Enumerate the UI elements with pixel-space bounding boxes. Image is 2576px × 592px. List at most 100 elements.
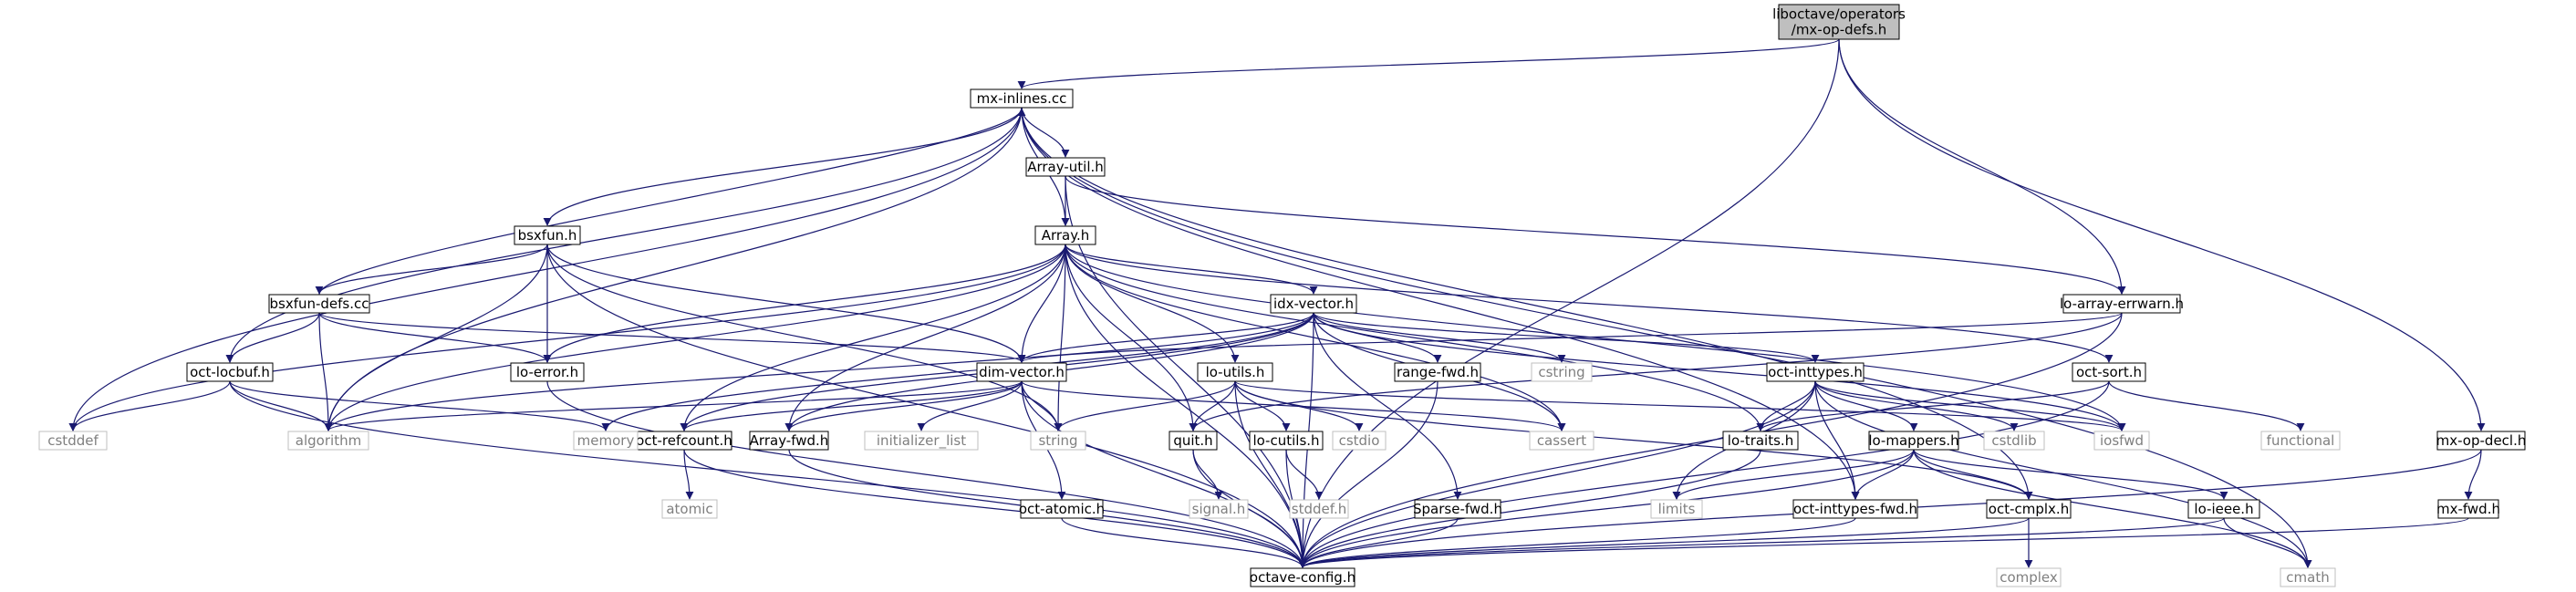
node-lo-cutils[interactable]: lo-cutils.h — [1249, 431, 1324, 451]
node-box — [2062, 294, 2181, 314]
node-oct-atomic[interactable]: oct-atomic.h — [1019, 499, 1105, 519]
edge-oct-inttypes-to-oct-inttypes-fwd — [1814, 380, 1860, 500]
node-lo-mappers[interactable]: lo-mappers.h — [1868, 431, 1959, 451]
node-label: oct-locbuf.h — [190, 364, 270, 380]
node-mx-fwd[interactable]: mx-fwd.h — [2436, 499, 2500, 519]
node-label: lo-traits.h — [1728, 432, 1793, 449]
edge-oct-inttypes-fwd-to-octave-config — [1298, 517, 1856, 568]
node-label: Array-util.h — [1027, 159, 1104, 175]
node-bsxfun[interactable]: bsxfun.h — [514, 225, 581, 245]
node-box — [268, 294, 370, 314]
node-box — [1289, 499, 1349, 519]
node-lo-array-errwarn[interactable]: lo-array-errwarn.h — [2060, 294, 2184, 314]
node-label: liboctave/operators/mx-op-defs.h — [1772, 6, 1906, 38]
node-box — [1868, 431, 1959, 451]
node-array-util[interactable]: Array-util.h — [1025, 157, 1106, 177]
node-box — [1394, 362, 1481, 382]
node-functional: functional — [2260, 431, 2341, 451]
node-array[interactable]: Array.h — [1034, 225, 1096, 245]
node-quit[interactable]: quit.h — [1169, 431, 1218, 451]
node-label: cassert — [1537, 432, 1586, 449]
node-mx-inlines[interactable]: mx-inlines.cc — [970, 88, 1074, 109]
node-cassert: cassert — [1529, 431, 1594, 451]
edge-oct-refcount-to-octave-config — [683, 449, 1307, 568]
node-lo-ieee[interactable]: lo-ieee.h — [2187, 499, 2260, 519]
node-label: bsxfun.h — [518, 227, 577, 244]
node-lo-utils[interactable]: lo-utils.h — [1197, 362, 1273, 382]
node-label: oct-atomic.h — [1019, 501, 1105, 517]
node-box — [1414, 499, 1501, 519]
edge-oct-inttypes-to-lo-mappers — [1814, 380, 1918, 431]
node-lo-traits[interactable]: lo-traits.h — [1722, 431, 1799, 451]
edge-lo-utils-to-octave-config — [1234, 380, 1307, 568]
node-mx-op-decl[interactable]: mx-op-decl.h — [2436, 431, 2527, 451]
edge-lo-utils-to-iosfwd — [1234, 380, 2126, 431]
edge-oct-inttypes-to-iosfwd — [1814, 380, 2126, 431]
edge-array-to-lo-error — [543, 244, 1066, 363]
node-box — [1034, 225, 1096, 245]
edge-range-fwd-to-octave-config — [1298, 380, 1439, 568]
node-oct-refcount[interactable]: oct-refcount.h — [636, 431, 732, 451]
node-label: Array.h — [1042, 227, 1090, 244]
node-label: quit.h — [1173, 432, 1212, 449]
node-oct-inttypes-fwd[interactable]: oct-inttypes-fwd.h — [1792, 499, 1918, 519]
node-oct-inttypes[interactable]: oct-inttypes.h — [1766, 362, 1864, 382]
node-octave-config[interactable]: octave-config.h — [1250, 567, 1356, 587]
edge-root-to-mx-op-decl — [1838, 38, 2486, 431]
edge-array-to-dim-vector — [1017, 244, 1066, 363]
edge-array-to-idx-vector — [1065, 244, 1318, 295]
edge-dim-vector-to-array-fwd — [784, 380, 1023, 431]
edge-root-to-mx-inlines — [1017, 38, 1840, 89]
node-dim-vector[interactable]: dim-vector.h — [976, 362, 1067, 382]
node-label: dim-vector.h — [979, 364, 1065, 380]
node-box — [1722, 431, 1799, 451]
node-label: range-fwd.h — [1397, 364, 1479, 380]
node-box — [749, 431, 829, 451]
edge-dim-vector-to-oct-refcount — [680, 380, 1023, 431]
node-iosfwd: iosfwd — [2093, 431, 2150, 451]
node-label: lo-utils.h — [1206, 364, 1265, 380]
node-array-fwd[interactable]: Array-fwd.h — [749, 431, 829, 451]
node-bsxfun-defs[interactable]: bsxfun-defs.cc — [268, 294, 370, 314]
node-box — [661, 499, 718, 519]
node-label: idx-vector.h — [1273, 296, 1354, 312]
node-box — [2072, 362, 2146, 382]
node-idx-vector[interactable]: idx-vector.h — [1270, 294, 1357, 314]
edge-oct-cmplx-to-octave-config — [1298, 517, 2030, 568]
node-string: string — [1030, 431, 1086, 451]
node-lo-error[interactable]: lo-error.h — [510, 362, 585, 382]
edge-oct-sort-to-lo-traits — [1756, 380, 2110, 431]
node-box — [976, 362, 1067, 382]
node-stddef: stddef.h — [1289, 499, 1349, 519]
node-cstdio: cstdio — [1332, 431, 1387, 451]
edge-mx-inlines-to-oct-cmplx — [1021, 107, 2033, 500]
node-box — [1197, 362, 1273, 382]
node-range-fwd[interactable]: range-fwd.h — [1394, 362, 1481, 382]
edge-mx-fwd-to-octave-config — [1298, 517, 2469, 568]
node-complex: complex — [1996, 567, 2062, 587]
node-box — [1189, 499, 1249, 519]
node-box — [2187, 499, 2260, 519]
edge-mx-inlines-to-oct-inttypes-fwd — [1021, 107, 1860, 500]
node-sparse-fwd[interactable]: Sparse-fwd.h — [1413, 499, 1502, 519]
node-oct-cmplx[interactable]: oct-cmplx.h — [1986, 499, 2072, 519]
node-oct-sort[interactable]: oct-sort.h — [2072, 362, 2146, 382]
node-label: cmath — [2286, 569, 2329, 586]
node-box — [2437, 499, 2499, 519]
node-box — [38, 431, 108, 451]
node-label: mx-op-decl.h — [2436, 432, 2527, 449]
node-label: oct-sort.h — [2076, 364, 2142, 380]
edge-lo-error-to-octave-config — [546, 380, 1307, 568]
edge-array-to-lo-traits — [1065, 244, 1765, 431]
edge-bsxfun-defs-to-algorithm — [318, 312, 333, 431]
node-root[interactable]: liboctave/operators/mx-op-defs.h — [1772, 4, 1906, 40]
node-box — [2436, 431, 2526, 451]
node-box — [2093, 431, 2150, 451]
edge-mx-inlines-to-cmath — [1021, 107, 2312, 568]
node-oct-locbuf[interactable]: oct-locbuf.h — [186, 362, 274, 382]
node-box — [970, 88, 1074, 109]
edge-lo-utils-to-oct-cmplx — [1234, 380, 2033, 500]
edge-mx-inlines-to-oct-locbuf — [225, 107, 1023, 363]
node-label: functional — [2267, 432, 2335, 449]
